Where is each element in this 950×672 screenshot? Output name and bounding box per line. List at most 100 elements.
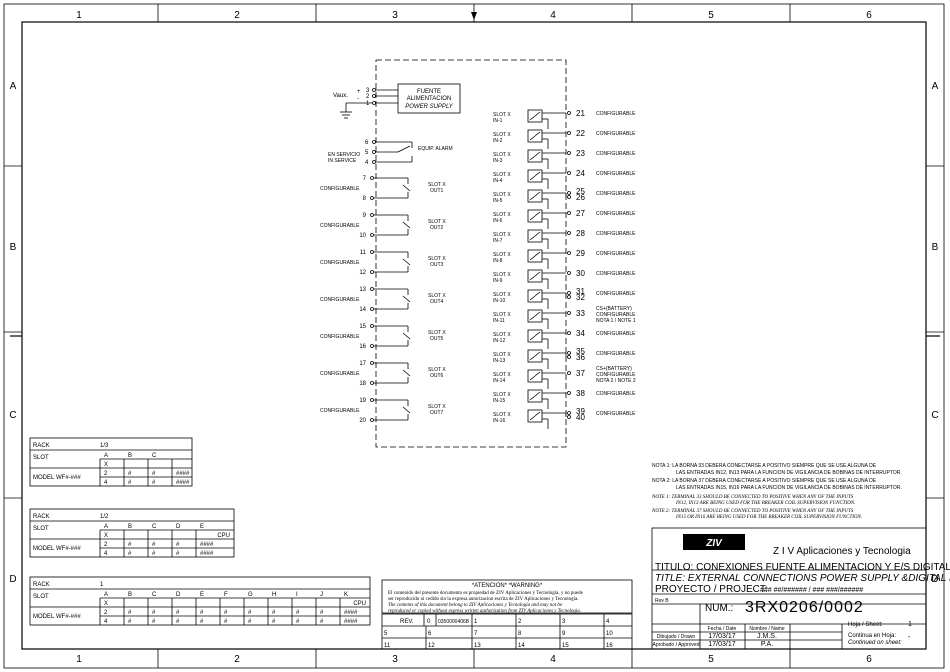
- terminal-number: 16: [359, 344, 366, 350]
- note-en-2a: NOTE 2: TERMINAL 37 SHOULD BE CONNECTED …: [651, 509, 854, 514]
- model-code: ####: [344, 619, 358, 625]
- terminal-number: 8: [363, 196, 367, 202]
- row-label: C: [931, 410, 938, 421]
- input-name: IN-12: [493, 338, 505, 344]
- output-name: OUT6: [430, 373, 444, 379]
- terminal-number: 11: [360, 250, 367, 256]
- input-label: CS+(BATTERY): [596, 366, 632, 372]
- terminal-number: 21: [576, 109, 585, 118]
- terminal-number: 13: [359, 287, 366, 293]
- col-label: 1: [76, 10, 82, 21]
- row-label: D: [9, 574, 16, 585]
- col-label: 6: [866, 654, 872, 665]
- input-slot: SLOT X: [493, 172, 511, 178]
- num-label: NUM.:: [705, 603, 733, 614]
- model-code: #: [320, 610, 324, 616]
- cpu-label: CPU: [353, 601, 366, 607]
- col-label: 5: [708, 10, 714, 21]
- attention-en-1: The contents of this document belong to …: [388, 603, 563, 608]
- model-code: #: [296, 610, 300, 616]
- model-code: 2: [104, 542, 108, 548]
- slot-letter: E: [200, 524, 204, 530]
- model-code: #: [128, 480, 132, 486]
- slot-letter: C: [152, 524, 157, 530]
- model-code: 2: [104, 610, 108, 616]
- rev-doc: 0350000406B: [438, 619, 470, 625]
- rack-label: RACK: [33, 514, 50, 520]
- model-code: #: [128, 542, 132, 548]
- output-label: CONFIGURABLE: [320, 260, 360, 266]
- sheet-number: 1: [908, 621, 912, 628]
- attention-es-1: El contenido del presente documento es p…: [388, 591, 584, 596]
- terminal-number: 10: [359, 233, 366, 239]
- slot-letter: D: [176, 592, 181, 598]
- input-name: IN-4: [493, 178, 503, 184]
- terminal-number: 9: [363, 213, 367, 219]
- model-code: #: [152, 542, 156, 548]
- model-code: #: [200, 610, 204, 616]
- rev-cell: 5: [384, 631, 388, 637]
- input-slot: SLOT X: [493, 412, 511, 418]
- col-label: 1: [76, 654, 82, 665]
- approved-name: P.A.: [761, 641, 773, 648]
- note-es-2b: LAS ENTRADAS IN15, IN16 PARA LA FUNCION …: [676, 485, 902, 491]
- rev-value: 0: [427, 619, 431, 625]
- contact-switch: [402, 332, 411, 340]
- rack-label: RACK: [33, 582, 50, 588]
- model-code: #: [248, 619, 252, 625]
- input-slot: SLOT X: [493, 192, 511, 198]
- terminal-number: 30: [576, 269, 585, 278]
- optocoupler-box: [527, 229, 543, 243]
- input-slot: SLOT X: [493, 212, 511, 218]
- output-name: OUT7: [430, 410, 444, 416]
- model-code: #: [224, 619, 228, 625]
- optocoupler-box: [527, 389, 543, 403]
- date-label: Fecha / Date: [708, 626, 737, 632]
- model-code: #: [296, 619, 300, 625]
- optocoupler-box: [527, 189, 543, 203]
- terminal-4: 4: [365, 160, 369, 166]
- power-supply-box: [397, 83, 461, 114]
- model-code: #: [200, 619, 204, 625]
- slot-mark: X: [104, 533, 108, 539]
- model-code: #: [248, 610, 252, 616]
- optocoupler-box: [527, 149, 543, 163]
- continued-en: Continued on sheet:: [848, 640, 902, 646]
- slot-letter: B: [128, 592, 132, 598]
- output-label: CONFIGURABLE: [320, 223, 360, 229]
- model-code: ####: [176, 480, 190, 486]
- rev-cell: 7: [474, 631, 478, 637]
- in-service-en: IN SERVICE: [328, 158, 357, 164]
- optocoupler-box: [527, 109, 543, 123]
- attention-block: *ATENCION* *WARNING* El contenido del pr…: [381, 579, 633, 614]
- model-code: #: [176, 619, 180, 625]
- rev-cell: 14: [518, 643, 525, 649]
- terminal-number: 33: [576, 309, 585, 318]
- rev-cell: 9: [562, 631, 566, 637]
- drawn-name: J.M.S.: [757, 633, 777, 640]
- terminal-number: 26: [576, 193, 585, 202]
- slot-letter: C: [152, 592, 157, 598]
- slot-letter: B: [128, 524, 132, 530]
- notes-block: NOTA 1: LA BORNA 33 DEBERA CONECTARSE A …: [651, 463, 902, 520]
- slot-label: SLOT: [33, 594, 49, 600]
- output-slot: SLOT X: [428, 293, 446, 299]
- slot-mark: X: [104, 462, 108, 468]
- model-code: #: [224, 610, 228, 616]
- slot-letter: G: [248, 592, 253, 598]
- terminal-5: 5: [365, 150, 369, 156]
- col-label: 3: [392, 10, 398, 21]
- input-name: IN-7: [493, 238, 503, 244]
- alarm-label: EQUIP. ALARM: [418, 146, 453, 152]
